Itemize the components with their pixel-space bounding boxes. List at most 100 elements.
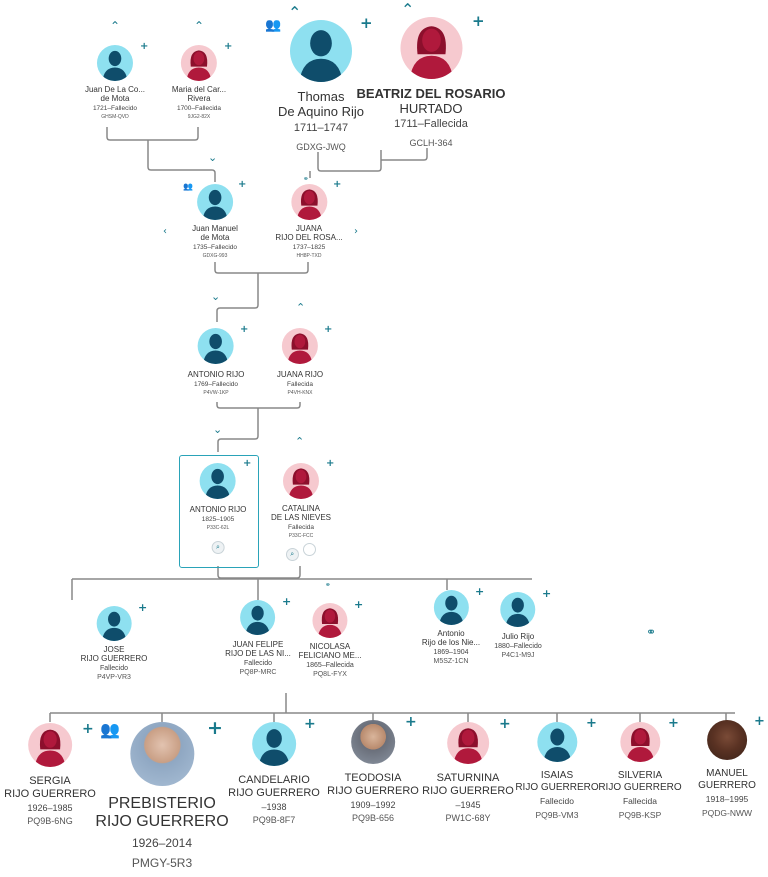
person-name: TEODOSIA	[344, 772, 402, 784]
expand-parents-icon[interactable]: ⌃	[296, 301, 306, 314]
person-photo	[706, 720, 747, 760]
record-icon[interactable]: ⌕	[285, 548, 299, 562]
person-card[interactable]: SILVERIA RIJO GUERRERO Fallecida PQ9B-KS…	[598, 722, 682, 820]
add-person-icon[interactable]: +	[304, 716, 316, 732]
add-person-icon[interactable]: +	[324, 324, 333, 335]
person-surname: De Aquino Rijo	[278, 103, 364, 119]
expand-parents-icon[interactable]: ⌃	[295, 435, 305, 448]
person-surname: de Mota	[100, 94, 130, 104]
add-person-icon[interactable]: +	[224, 41, 233, 52]
person-dates: 1926–1985	[27, 803, 73, 814]
female-avatar-icon	[283, 463, 319, 499]
person-card[interactable]: MANUEL GUERRERO 1918–1995 PQDG-NWW	[698, 720, 756, 818]
person-card[interactable]: SERGIA RIJO GUERRERO 1926–1985 PQ9B-6NG	[4, 723, 96, 826]
selected-person-card[interactable]	[179, 455, 259, 568]
person-card[interactable]: BEATRIZ DEL ROSARIO HURTADO 1711–Falleci…	[356, 17, 506, 148]
family-group-icon[interactable]: 👥	[100, 720, 120, 739]
add-person-icon[interactable]: +	[668, 716, 679, 731]
person-surname: de Mota	[200, 233, 230, 243]
person-name: Thomas	[297, 89, 345, 104]
person-id: PMGY-5R3	[131, 855, 193, 870]
expand-parents-icon[interactable]: ⌃	[401, 0, 415, 19]
person-card[interactable]: TEODOSIA RIJO GUERRERO 1909–1992 PQ9B-65…	[327, 720, 419, 823]
person-name: JUAN FELIPE	[232, 640, 284, 649]
expand-parents-icon[interactable]: ⌃	[288, 3, 302, 22]
collapse-icon[interactable]: ⌄	[208, 151, 218, 164]
person-card[interactable]: CATALINA DE LAS NIEVES Fallecida P33C-FC…	[270, 463, 332, 562]
add-person-icon[interactable]: +	[754, 714, 765, 729]
person-dates: 1711–Fallecida	[394, 117, 468, 130]
add-person-icon[interactable]: +	[472, 12, 485, 30]
person-card[interactable]: SATURNINA RIJO GUERRERO –1945 PW1C-68Y	[422, 722, 514, 823]
person-card[interactable]: PREBISTERIO RIJO GUERRERO 1926–2014 PMGY…	[95, 722, 229, 870]
person-name: CANDELARIO	[238, 774, 310, 786]
add-person-icon[interactable]: +	[499, 716, 511, 732]
add-person-icon[interactable]: +	[207, 717, 223, 739]
person-card[interactable]: Julio Rijo 1880–Fallecido P4C1-M9J	[494, 592, 542, 659]
person-card[interactable]: CANDELARIO RIJO GUERRERO –1938 PQ9B-8F7	[228, 722, 320, 825]
add-person-icon[interactable]: +	[360, 14, 373, 32]
expand-parents-icon[interactable]: ⌃	[194, 19, 205, 33]
person-card[interactable]: Juan Manuel de Mota 1735–Fallecido GDXG-…	[192, 184, 238, 259]
person-dates: 1721–Fallecido	[92, 105, 138, 113]
add-person-icon[interactable]: +	[333, 179, 342, 190]
person-card[interactable]: JUANA RIJO Fallecida P4VH-KNX	[277, 328, 323, 396]
person-dates: Fallecida	[287, 524, 314, 532]
add-person-icon[interactable]: +	[238, 179, 247, 190]
collapse-icon[interactable]: ⌄	[211, 290, 221, 303]
add-person-icon[interactable]: +	[326, 458, 335, 469]
family-group-icon[interactable]: ⚭	[646, 625, 657, 639]
person-surname: FELICIANO ME...	[298, 651, 362, 661]
person-dates: 1711–1747	[293, 121, 349, 134]
female-avatar-icon	[400, 17, 462, 79]
person-name: BEATRIZ DEL ROSARIO	[356, 86, 506, 101]
person-card[interactable]: Thomas De Aquino Rijo 1711–1747 GDXG-JWQ	[278, 20, 364, 152]
person-surname: RIJO DE LAS NI...	[225, 649, 291, 659]
person-card[interactable]: JUAN FELIPE RIJO DE LAS NI... Fallecido …	[225, 600, 291, 676]
person-card[interactable]: JUANA RIJO DEL ROSA... 1737–1825 HH8P-TX…	[275, 184, 343, 259]
person-card[interactable]: ANTONIO RIJO 1769–Fallecido P4VW-1KP	[188, 328, 244, 396]
person-card[interactable]: NICOLASA FELICIANO ME... 1865–Fallecida …	[298, 603, 362, 678]
collapse-icon[interactable]: ⌄	[213, 423, 223, 436]
male-avatar-icon	[200, 463, 236, 499]
add-person-icon[interactable]: +	[243, 458, 252, 469]
couple-icon[interactable]: ⚭	[303, 175, 309, 183]
add-person-icon[interactable]: +	[140, 41, 149, 52]
person-name: NICOLASA	[309, 642, 351, 651]
add-person-icon[interactable]: +	[282, 595, 292, 608]
person-id: GHSM-QVD	[101, 114, 129, 121]
person-surname: GUERRERO	[698, 779, 756, 791]
person-name: Antonio	[437, 629, 465, 638]
expand-right-icon[interactable]: ›	[354, 226, 358, 237]
person-card[interactable]: Maria del Car... Rivera 1700–Fallecida 9…	[172, 45, 226, 120]
person-id: PQ9B-6NG	[27, 816, 73, 827]
add-person-icon[interactable]: +	[354, 598, 364, 611]
family-group-icon[interactable]: 👥	[183, 182, 193, 191]
person-card[interactable]: Juan De La Co... de Mota 1721–Fallecido …	[85, 45, 145, 120]
expand-left-icon[interactable]: ‹	[163, 226, 167, 237]
person-card-focus[interactable]: ANTONIO RIJO 1825–1905 P33C-62L ⌕	[190, 463, 246, 555]
person-card[interactable]: Antonio Rijo de los Nie... 1869–1904 M5S…	[422, 590, 480, 665]
male-avatar-icon	[500, 592, 536, 627]
person-card[interactable]: ISAIAS RIJO GUERRERO Fallecido PQ9B-VM3	[515, 722, 599, 820]
person-id: P4VP-VR3	[97, 674, 131, 682]
add-person-icon[interactable]: +	[138, 601, 148, 614]
person-name: CATALINA	[282, 504, 320, 513]
person-dates: 1735–Fallecido	[192, 244, 238, 252]
add-person-icon[interactable]: +	[542, 587, 552, 600]
expand-parents-icon[interactable]: ⌃	[110, 19, 121, 33]
toggle-icon[interactable]	[303, 543, 317, 557]
record-icon[interactable]: ⌕	[211, 541, 225, 555]
person-dates: 1918–1995	[705, 794, 749, 804]
add-person-icon[interactable]: +	[405, 714, 417, 730]
add-person-icon[interactable]: +	[475, 585, 485, 598]
person-dates: Fallecido	[99, 665, 129, 673]
family-group-icon[interactable]: 👥	[265, 18, 282, 33]
add-person-icon[interactable]: +	[82, 721, 94, 737]
add-person-icon[interactable]: +	[240, 324, 249, 335]
person-name: SILVERIA	[617, 770, 663, 781]
add-person-icon[interactable]: +	[586, 716, 597, 731]
person-surname: DE LAS NIEVES	[270, 513, 332, 523]
person-card[interactable]: JOSE RIJO GUERRERO Fallecido P4VP-VR3	[81, 606, 147, 682]
couple-icon[interactable]: ⚭	[325, 581, 331, 589]
